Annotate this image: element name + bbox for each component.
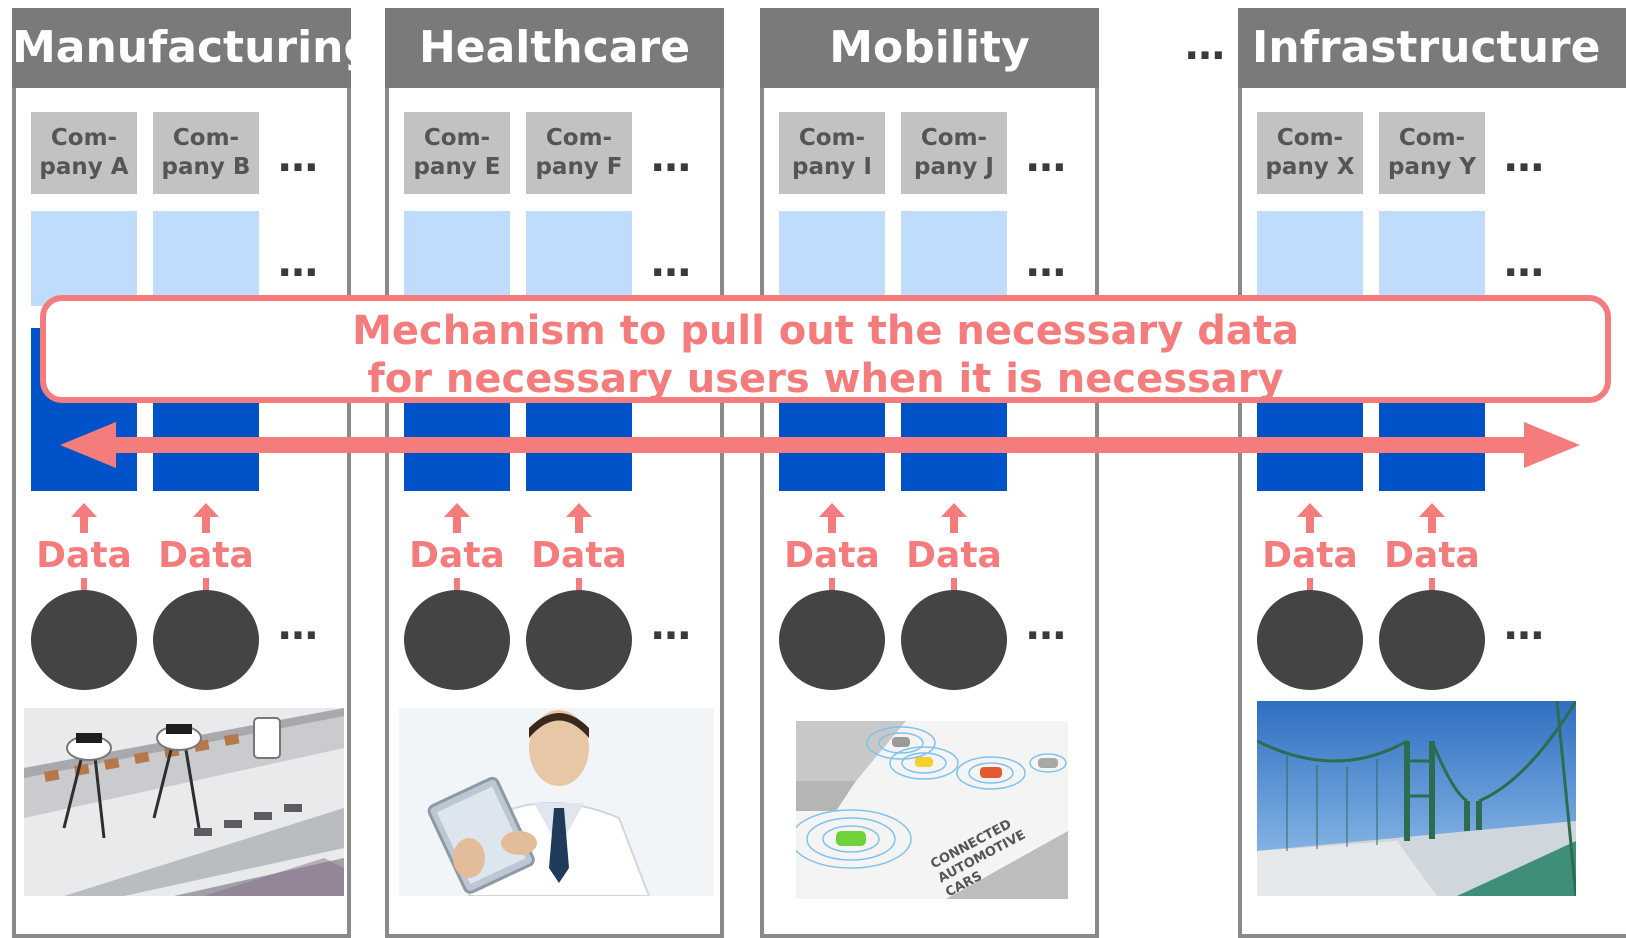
connector-stem <box>1307 578 1313 592</box>
up-arrow-icon <box>1419 503 1445 533</box>
device-circle <box>1379 590 1485 690</box>
ellipsis: … <box>651 135 693 181</box>
light-blue-block <box>779 211 885 306</box>
company-box: Com-pany F <box>526 112 632 194</box>
connector-stem <box>454 578 460 592</box>
double-arrow-icon <box>60 422 1580 468</box>
ellipsis: … <box>1504 603 1546 649</box>
up-arrow-icon <box>444 503 470 533</box>
light-blue-block <box>153 211 259 306</box>
light-blue-block <box>31 211 137 306</box>
data-label: Data <box>906 535 1002 576</box>
sector-column-mobility: Mobility Com-pany I Com-pany J … … Data … <box>760 8 1099 938</box>
company-box: Com-pany J <box>901 112 1007 194</box>
light-blue-block <box>526 211 632 306</box>
ellipsis: … <box>651 240 693 286</box>
connector-stem <box>1429 578 1435 592</box>
data-label: Data <box>1384 535 1480 576</box>
ellipsis: … <box>1026 603 1068 649</box>
device-circle <box>153 590 259 690</box>
company-box: Com-pany Y <box>1379 112 1485 194</box>
data-label: Data <box>784 535 880 576</box>
ellipsis: … <box>278 135 320 181</box>
sector-column-manufacturing: Manufacturing Com-pany A Com-pany B … … … <box>12 8 351 938</box>
company-box: Com-pany B <box>153 112 259 194</box>
light-blue-block <box>1257 211 1363 306</box>
connector-stem <box>203 578 209 592</box>
sector-title: Infrastructure <box>1238 8 1626 88</box>
sector-title: Healthcare <box>385 8 724 88</box>
sector-column-healthcare: Healthcare Com-pany E Com-pany F … … Dat… <box>385 8 724 938</box>
connector-stem <box>81 578 87 592</box>
light-blue-block <box>404 211 510 306</box>
up-arrow-icon <box>193 503 219 533</box>
data-label: Data <box>36 535 132 576</box>
connected-cars-photo: CONNECTED AUTOMOTIVE CARS <box>796 721 1068 899</box>
device-circle <box>779 590 885 690</box>
company-box: Com-pany E <box>404 112 510 194</box>
factory-robot-photo <box>24 708 344 896</box>
connector-stem <box>576 578 582 592</box>
sector-column-infrastructure: Infrastructure Com-pany X Com-pany Y … …… <box>1238 8 1626 938</box>
ellipsis: … <box>278 603 320 649</box>
doctor-tablet-photo <box>399 708 714 896</box>
sector-title: Manufacturing <box>12 8 351 88</box>
data-label: Data <box>531 535 627 576</box>
up-arrow-icon <box>566 503 592 533</box>
connector-stem <box>829 578 835 592</box>
device-circle <box>901 590 1007 690</box>
ellipsis: … <box>278 240 320 286</box>
mechanism-line-2: for necessary users when it is necessary <box>367 356 1284 402</box>
device-circle <box>526 590 632 690</box>
ellipsis: … <box>1026 135 1068 181</box>
company-box: Com-pany X <box>1257 112 1363 194</box>
data-label: Data <box>158 535 254 576</box>
data-label: Data <box>1262 535 1358 576</box>
up-arrow-icon <box>941 503 967 533</box>
up-arrow-icon <box>819 503 845 533</box>
sector-title: Mobility <box>760 8 1099 88</box>
ellipsis: … <box>651 603 693 649</box>
device-circle <box>31 590 137 690</box>
light-blue-block <box>901 211 1007 306</box>
more-sectors-ellipsis: … <box>1185 23 1227 69</box>
company-box: Com-pany A <box>31 112 137 194</box>
light-blue-block <box>1379 211 1485 306</box>
ellipsis: … <box>1026 240 1068 286</box>
up-arrow-icon <box>71 503 97 533</box>
ellipsis: … <box>1504 240 1546 286</box>
device-circle <box>1257 590 1363 690</box>
bridge-photo <box>1257 701 1576 896</box>
mechanism-line-1: Mechanism to pull out the necessary data <box>352 308 1299 354</box>
mechanism-callout: Mechanism to pull out the necessary data… <box>40 295 1611 403</box>
ellipsis: … <box>1504 135 1546 181</box>
up-arrow-icon <box>1297 503 1323 533</box>
connector-stem <box>951 578 957 592</box>
data-label: Data <box>409 535 505 576</box>
company-box: Com-pany I <box>779 112 885 194</box>
device-circle <box>404 590 510 690</box>
